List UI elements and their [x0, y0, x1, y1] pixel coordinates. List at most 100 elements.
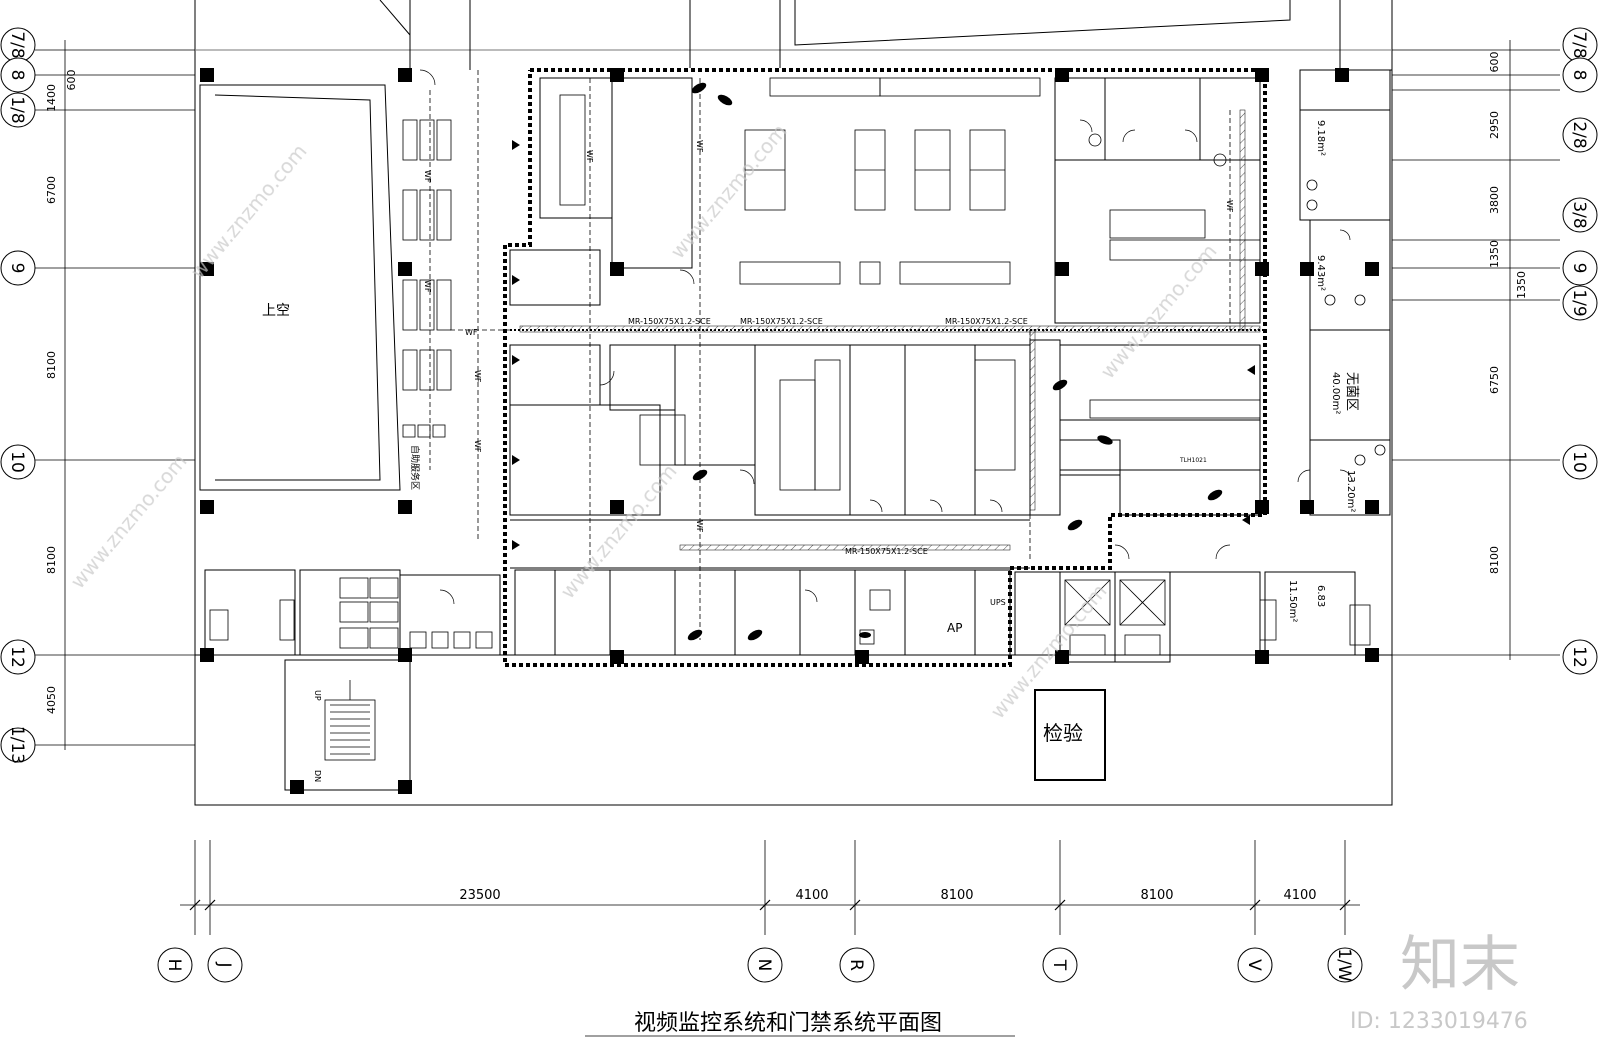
- dim-label: 4050: [45, 686, 58, 714]
- dressing-b-area: 6.83: [1315, 585, 1326, 607]
- axis-label: 1/W: [1334, 948, 1354, 982]
- wf-label: WF: [473, 440, 482, 453]
- door-swings: [419, 69, 1353, 605]
- pipe-label: MR-150X75X1.2-SCE: [845, 547, 928, 556]
- axis-label: 7/8: [7, 31, 27, 58]
- pipe-label: MR-150X75X1.2-SCE: [945, 317, 1028, 326]
- stair-dn-label: DN: [313, 770, 322, 782]
- room-labels: 上空 自助服务区 无菌区 40.00m² 13.20m² 9.18m² 9.43…: [262, 120, 1359, 782]
- axis-label: 7/8: [1569, 31, 1589, 58]
- axis-label: 8: [7, 70, 27, 81]
- wf-wiring: [429, 70, 1231, 640]
- structural-columns: [200, 68, 1379, 794]
- dim-label: 8100: [940, 888, 973, 903]
- tlh-label: TLH1021: [1179, 457, 1207, 464]
- axis-label: 12: [1569, 646, 1589, 668]
- stairs: [324, 680, 376, 761]
- void-area: [199, 84, 401, 491]
- wf-label: WF: [695, 140, 704, 153]
- dim-label: 4100: [1283, 888, 1316, 903]
- elevators: [1064, 579, 1166, 656]
- watermark-text: www.znzmo.com: [555, 459, 681, 603]
- buffer-area-label: 13.20m²: [1345, 470, 1356, 512]
- axis-label: 9: [1569, 263, 1589, 274]
- pipe-label-group: MR-150X75X1.2-SCE MR-150X75X1.2-SCE MR-1…: [628, 317, 1028, 556]
- axis-label: 10: [7, 451, 27, 473]
- dim-label: 6750: [1488, 366, 1501, 394]
- right-dimensions: 600 2950 3800 1350 1350 6750 8100: [1488, 52, 1528, 575]
- dim-label: 8100: [45, 351, 58, 379]
- axis-label: 10: [1569, 451, 1589, 473]
- wf-label: WF: [1225, 200, 1234, 213]
- left-grid-lines: [35, 40, 195, 750]
- dim-label: 23500: [459, 888, 500, 903]
- axis-label: 9: [7, 263, 27, 274]
- lab-benches: [559, 77, 1261, 491]
- right-grid-lines: [1392, 40, 1560, 660]
- camera-icons: [512, 82, 1255, 641]
- axis-bubbles: [0, 27, 1598, 983]
- bottom-axis-labels: H J N R T V 1/W: [164, 948, 1354, 982]
- ap-label: AP: [947, 621, 962, 635]
- void-label: 上空: [262, 303, 290, 319]
- wf-label: WF: [473, 370, 482, 383]
- bottom-grid-lines: [180, 840, 1360, 1037]
- axis-label: 12: [7, 646, 27, 668]
- axis-label: 2/8: [1569, 121, 1589, 148]
- axis-label: R: [846, 959, 866, 971]
- left-axis-labels: 7/8 8 1/8 9 10 12 1/13: [7, 31, 27, 764]
- wf-label: WF: [695, 520, 704, 533]
- axis-label: 8: [1569, 70, 1589, 81]
- sterile-area-label: 40.00m²: [1330, 372, 1341, 414]
- watermark-text: www.znzmo.com: [665, 119, 791, 263]
- axis-label: H: [164, 959, 184, 972]
- room-a-area: 9.18m²: [1315, 120, 1326, 156]
- dim-label: 8100: [45, 546, 58, 574]
- axis-label: 1/13: [7, 726, 27, 764]
- dim-label: 8100: [1488, 546, 1501, 574]
- pipe-runs: [519, 109, 1261, 551]
- interior-walls: [204, 69, 1391, 791]
- axis-label: 1/8: [7, 96, 27, 123]
- dim-label: 1350: [1488, 240, 1501, 268]
- changing-label: 自助服务区: [409, 445, 421, 490]
- dim-label: 3800: [1488, 186, 1501, 214]
- inspection-label: 检验: [1043, 721, 1083, 745]
- stair-up-label: UP: [313, 690, 322, 701]
- wf-label: WF: [423, 170, 432, 183]
- sterile-zone-label: 无菌区: [1344, 372, 1359, 411]
- dim-label: 8100: [1140, 888, 1173, 903]
- dim-label: 600: [65, 70, 78, 91]
- fixtures: [209, 133, 1386, 649]
- wf-label: WF: [423, 280, 432, 293]
- watermark-site: www.znzmo.com www.znzmo.com www.znzmo.co…: [65, 119, 1221, 723]
- dressing-area: 11.50m²: [1287, 580, 1298, 622]
- seating-blocks: [402, 119, 452, 438]
- bottom-dimensions: 23500 4100 8100 8100 4100: [459, 888, 1316, 903]
- room-b-area: 9.43m²: [1315, 255, 1326, 291]
- drawing-title: 视频监控系统和门禁系统平面图: [634, 1011, 942, 1036]
- bottom-ticks: [189, 899, 1351, 911]
- axis-label: J: [214, 961, 234, 967]
- axis-label: N: [754, 959, 774, 972]
- watermark-text: www.znzmo.com: [185, 139, 311, 283]
- pipe-label: MR-150X75X1.2-SCE: [740, 317, 823, 326]
- axis-label: 3/8: [1569, 201, 1589, 228]
- ups-label: UPS: [990, 598, 1006, 607]
- watermark-text: www.znzmo.com: [1095, 239, 1221, 383]
- left-dimensions: 1400 600 6700 8100 8100 4050: [45, 70, 78, 715]
- axis-label: 1/9: [1569, 289, 1589, 316]
- axis-label: V: [1244, 959, 1264, 971]
- outer-walls: [194, 0, 1393, 806]
- pipe-label: MR-150X75X1.2-SCE: [628, 317, 711, 326]
- watermark-id: ID: 1233019476: [1350, 1009, 1528, 1034]
- dim-label: 6700: [45, 176, 58, 204]
- watermark-brand: 知末: [1400, 930, 1520, 1000]
- dim-label: 600: [1488, 52, 1501, 73]
- wf-labels: WF WF WF WF WF WF WF WF WF: [423, 140, 1234, 533]
- wf-label: WF: [585, 150, 594, 163]
- watermark-text: www.znzmo.com: [65, 449, 191, 593]
- right-axis-labels: 7/8 8 2/8 3/8 9 1/9 10 12: [1569, 31, 1589, 668]
- dim-label: 2950: [1488, 111, 1501, 139]
